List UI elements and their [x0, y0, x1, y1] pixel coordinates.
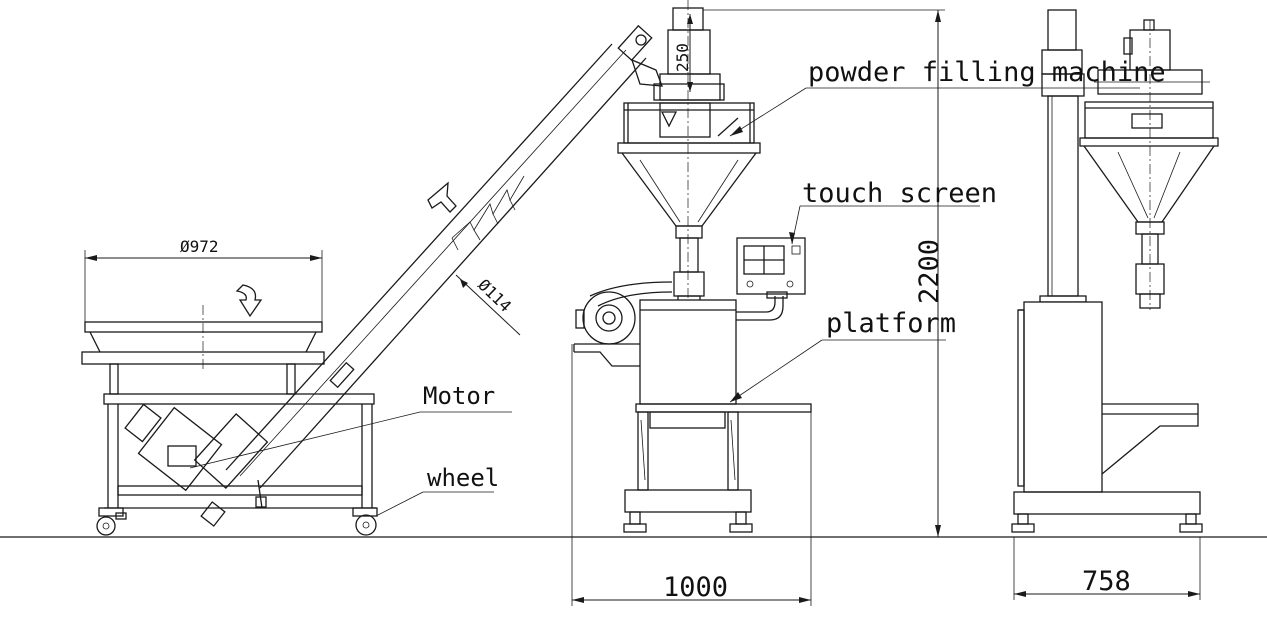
feeder-frame [103, 363, 376, 509]
touch-screen-panel [736, 237, 806, 295]
dimension-tube-diameter: Ø114 [474, 275, 515, 315]
filling-machine-front [573, 0, 812, 533]
screw-conveyor-tube [225, 24, 663, 489]
lifting-column [1047, 95, 1079, 297]
blower [582, 291, 636, 345]
machine-base [624, 489, 752, 513]
feeder-hopper [81, 305, 325, 370]
platform-plate [635, 403, 812, 413]
motor-height-dimension [687, 14, 693, 92]
label-platform: platform [826, 308, 956, 339]
screw-feeder [81, 24, 663, 536]
machine-width-dimension [571, 344, 812, 606]
label-motor: Motor [423, 382, 495, 410]
machine-cabinet [639, 299, 737, 405]
dimension-machine-width: 1000 [663, 572, 728, 603]
filling-machine-side [1011, 9, 1219, 533]
label-wheel: wheel [427, 464, 499, 492]
conveying-direction-arrow [427, 181, 457, 213]
machine-depth-dimension [1013, 537, 1201, 600]
feeder-wheel-right [352, 507, 378, 536]
hopper-diameter-dimension [84, 250, 323, 322]
feeder-wheel-left [96, 507, 127, 536]
tube-diameter-dimension [455, 274, 521, 336]
dimension-motor-height: 250 [673, 43, 692, 72]
label-powder-filling-machine: powder filling machine [808, 57, 1166, 88]
feeder-motor [124, 403, 269, 527]
label-touch-screen: touch screen [802, 178, 997, 209]
feed-in-arrow [235, 284, 263, 318]
overall-height-dimension [703, 9, 945, 537]
dimension-hopper-diameter: Ø972 [180, 237, 219, 256]
hopper-rim [617, 142, 761, 154]
dimension-overall-height: 2200 [914, 239, 945, 304]
side-cabinet [1023, 301, 1103, 493]
dimension-machine-depth: 758 [1082, 566, 1131, 597]
leader-lines [189, 87, 1140, 517]
